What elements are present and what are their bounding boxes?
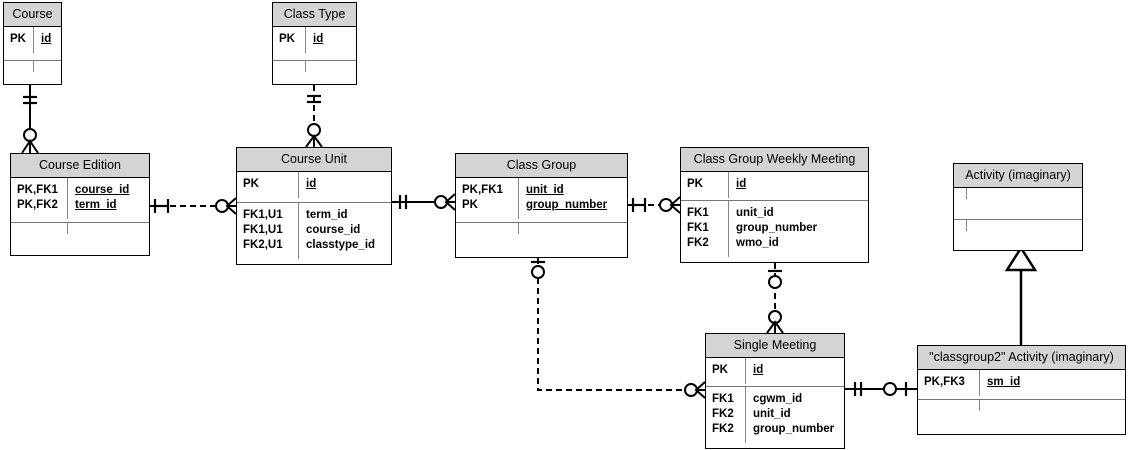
entity-activity-attr-section [954, 220, 1082, 251]
pk-key-cell: PK,FK1 PK [456, 178, 519, 219]
pk-attr-cell [967, 188, 1082, 199]
entity-single-meeting[interactable]: Single Meeting PK id FK1 FK2 FK2 cgwm_id… [705, 333, 845, 449]
connector-course-unit-to-class-group [392, 193, 456, 211]
attr-value-cell: unit_id group_number wmo_id [736, 207, 818, 249]
entity-class-group-title: Class Group [456, 154, 627, 179]
entity-course-unit-pk-section: PK id [237, 172, 391, 204]
entity-course-title: Course [4, 3, 61, 28]
pk-attr-cell: id [753, 364, 764, 377]
attr-key-cell [4, 61, 34, 73]
attr-key-cell [273, 61, 306, 73]
entity-course-attr-section [4, 61, 61, 89]
attr-value-cell [519, 223, 627, 234]
entity-class-type[interactable]: Class Type PK id [272, 2, 357, 85]
pk-attr-cell: id [313, 33, 324, 46]
entity-class-group[interactable]: Class Group PK,FK1 PK unit_id group_numb… [455, 153, 628, 258]
entity-course-edition-attr-section [11, 223, 149, 255]
entity-class-group-weekly-meeting-title: Class Group Weekly Meeting [681, 148, 868, 173]
pk-key-cell: PK [273, 27, 306, 54]
attr-value-cell [967, 220, 1082, 231]
entity-activity-imaginary-title: Activity (imaginary) [954, 164, 1082, 189]
entity-course-pk-section: PK id [4, 27, 61, 62]
pk-key-cell: PK [4, 27, 34, 54]
pk-key-cell [954, 188, 967, 200]
attr-value-cell [68, 223, 149, 234]
entity-class-group-attr-section [456, 223, 627, 257]
connector-classgroup2-activity-inherits-activity [1004, 245, 1038, 345]
pk-key-cell: PK,FK1 PK,FK2 [11, 178, 68, 219]
attr-value-cell: term_id course_id classtype_id [306, 209, 376, 251]
entity-course-edition-pk-section: PK,FK1 PK,FK2 course_id term_id [11, 178, 149, 224]
entity-classgroup2-attr-section [918, 400, 1125, 433]
connector-cgwm-to-single-meeting [766, 263, 784, 334]
entity-course-unit[interactable]: Course Unit PK id FK1,U1 FK1,U1 FK2,U1 t… [236, 147, 392, 265]
connector-course-edition-to-course-unit [150, 197, 237, 215]
attr-key-cell: FK1 FK1 FK2 [681, 201, 729, 257]
entity-course-edition-title: Course Edition [11, 154, 149, 179]
entity-cgwm-pk-section: PK id [681, 172, 868, 202]
pk-key-cell: PK [706, 358, 746, 385]
attr-value-cell [980, 400, 1125, 411]
entity-class-group-pk-section: PK,FK1 PK unit_id group_number [456, 178, 627, 224]
connector-class-group-to-cgwm [628, 196, 681, 214]
entity-course-edition[interactable]: Course Edition PK,FK1 PK,FK2 course_id t… [10, 153, 150, 256]
attr-key-cell [456, 223, 519, 235]
attr-value-cell [34, 61, 61, 72]
entity-single-meeting-attr-section: FK1 FK2 FK2 cgwm_id unit_id group_number [706, 387, 844, 450]
entity-activity-pk-section [954, 188, 1082, 221]
entity-classgroup2-pk-section: PK,FK3 sm_id [918, 370, 1125, 401]
pk-attr-cell: id [41, 33, 52, 46]
pk-attr-cell: unit_id group_number [526, 184, 608, 212]
attr-key-cell: FK1,U1 FK1,U1 FK2,U1 [237, 203, 299, 259]
attr-key-cell [11, 223, 68, 235]
attr-value-cell: cgwm_id unit_id group_number [753, 393, 835, 435]
entity-classgroup2-activity-title: "classgroup2" Activity (imaginary) [918, 346, 1125, 371]
entity-single-meeting-pk-section: PK id [706, 358, 844, 388]
entity-course[interactable]: Course PK id [3, 2, 62, 85]
attr-key-cell [954, 220, 967, 232]
pk-key-cell: PK,FK3 [918, 370, 980, 397]
entity-course-unit-title: Course Unit [237, 148, 391, 173]
attr-value-cell [306, 61, 356, 72]
entity-single-meeting-title: Single Meeting [706, 334, 844, 359]
entity-cgwm-attr-section: FK1 FK1 FK2 unit_id group_number wmo_id [681, 201, 868, 265]
pk-key-cell: PK [681, 172, 729, 199]
connector-single-meeting-to-classgroup2-activity [845, 382, 917, 396]
entity-course-unit-attr-section: FK1,U1 FK1,U1 FK2,U1 term_id course_id c… [237, 203, 391, 267]
entity-class-type-title: Class Type [273, 3, 356, 28]
pk-attr-cell: id [306, 178, 317, 191]
connector-course-to-course-edition [21, 85, 39, 154]
entity-activity-imaginary[interactable]: Activity (imaginary) [953, 163, 1083, 251]
entity-class-type-attr-section [273, 61, 356, 89]
entity-class-type-pk-section: PK id [273, 27, 356, 62]
entity-class-group-weekly-meeting[interactable]: Class Group Weekly Meeting PK id FK1 FK1… [680, 147, 869, 263]
pk-attr-cell: sm_id [987, 376, 1021, 389]
pk-attr-cell: id [736, 178, 747, 191]
entity-classgroup2-activity-imaginary[interactable]: "classgroup2" Activity (imaginary) PK,FK… [917, 345, 1126, 435]
pk-attr-cell: course_id term_id [75, 184, 130, 212]
pk-key-cell: PK [237, 172, 299, 199]
connector-class-group-to-single-meeting [531, 258, 706, 399]
connector-class-type-to-course-unit [305, 85, 323, 148]
attr-key-cell [918, 400, 980, 412]
attr-key-cell: FK1 FK2 FK2 [706, 387, 746, 443]
